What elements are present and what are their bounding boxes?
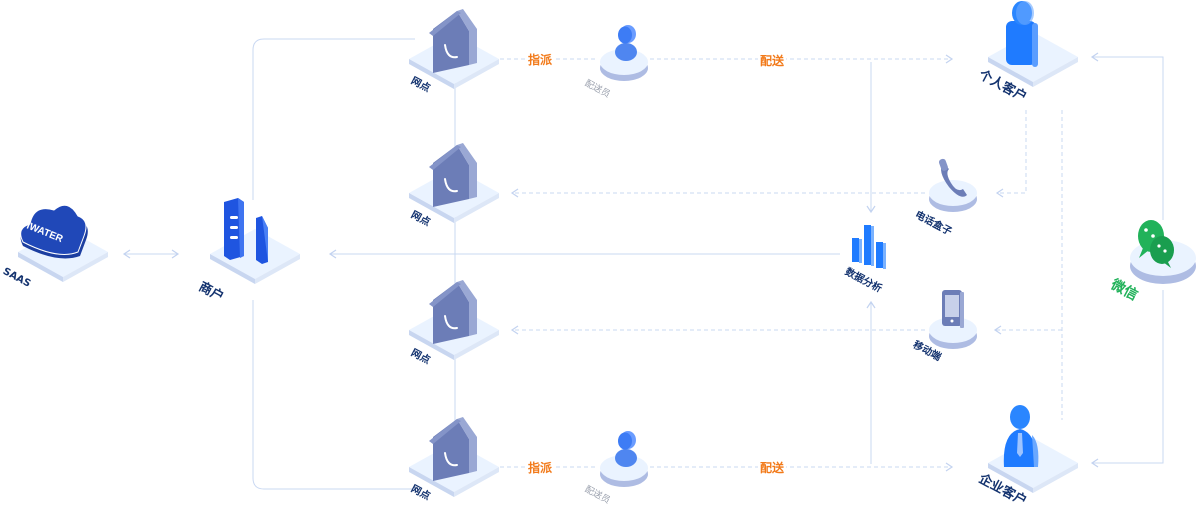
- merchant-to-outlet-top-line: [252, 38, 415, 200]
- wechat-node[interactable]: [1130, 220, 1196, 284]
- solid-connectors: [122, 38, 1164, 490]
- house-icon: [428, 279, 478, 345]
- saas-node[interactable]: IWATER: [18, 204, 108, 282]
- cloud-icon: IWATER: [20, 204, 88, 259]
- person-icon: [615, 431, 637, 467]
- house-icon: [428, 416, 478, 482]
- wechat-to-personal-line: [1090, 52, 1164, 220]
- bar-chart-icon: [852, 225, 886, 269]
- house-icon: [428, 142, 478, 208]
- courier-node[interactable]: [600, 431, 648, 487]
- dashed-connectors: [500, 54, 1063, 472]
- house-icon: [428, 8, 478, 74]
- phone-icon: [938, 158, 967, 197]
- deliver-bottom-label: 配送: [758, 459, 787, 476]
- wechat-to-enterprise-line: [1090, 290, 1164, 468]
- personal-customer-node[interactable]: [988, 1, 1078, 87]
- enterprise-customer-node[interactable]: [988, 405, 1078, 493]
- business-user-icon: [1003, 405, 1039, 467]
- mobile-icon: [942, 290, 964, 328]
- personal-to-phone-line: [995, 110, 1027, 198]
- phone-box-node[interactable]: [929, 158, 977, 212]
- merchant-to-outlet-bottom-line: [252, 300, 415, 490]
- user-icon: [1006, 1, 1038, 67]
- merchant-node[interactable]: [210, 198, 300, 284]
- wechat-icon: [1138, 220, 1174, 268]
- person-icon: [615, 25, 637, 61]
- analytics-node[interactable]: [852, 225, 886, 269]
- assign-bottom-label: 指派: [526, 459, 555, 476]
- building-icon: [224, 198, 268, 264]
- deliver-top-label: 配送: [758, 52, 787, 69]
- mobile-node[interactable]: [929, 290, 977, 349]
- assign-top-label: 指派: [526, 51, 555, 68]
- customer-to-mobile-line: [997, 110, 1063, 420]
- courier-node[interactable]: [600, 25, 648, 81]
